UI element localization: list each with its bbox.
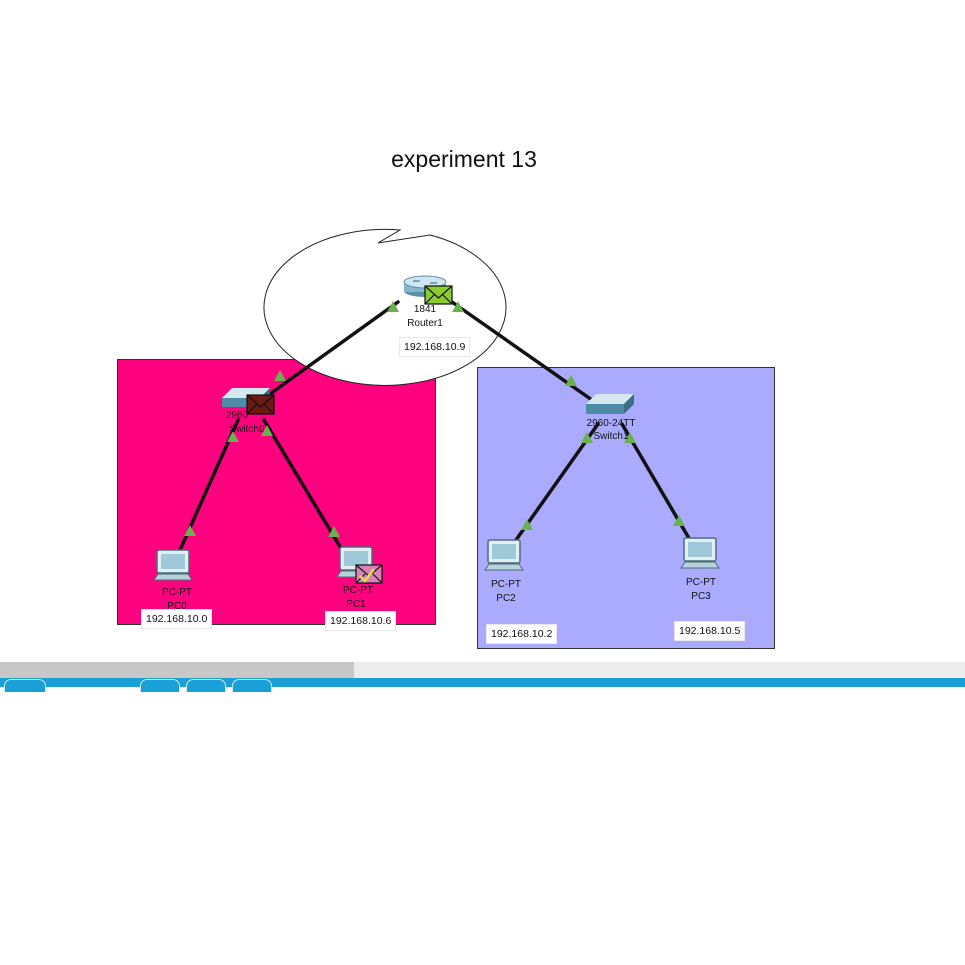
logical-workspace[interactable]: experiment 13 1841 Router1 192.168.10.9 … [0, 0, 965, 660]
pc0-type-label: PC-PT [162, 587, 192, 598]
topology-canvas [153, 228, 720, 584]
link-light-icon [184, 525, 196, 536]
link-light-icon [328, 526, 340, 537]
link-light-icon [581, 432, 593, 443]
switch1-name-label: Switch1 [593, 431, 629, 442]
switch0-model-label: 2960 [225, 410, 249, 421]
toolbar-button[interactable] [232, 679, 272, 692]
pc0-name-label: PC0 [167, 601, 187, 612]
link-light-icon [624, 432, 636, 443]
pc2-type-label: PC-PT [491, 579, 521, 590]
link-light-icon [227, 431, 239, 442]
scrollbar-thumb[interactable] [0, 662, 354, 678]
pc-icon [680, 537, 720, 569]
envelope-icon [246, 394, 275, 415]
switch0-name-label: Switch0 [229, 424, 265, 435]
link-switch1-pc2 [514, 422, 600, 542]
link-switch0-pc1 [262, 418, 344, 552]
link-light-icon [521, 519, 533, 530]
pc3-ip-note[interactable]: 192.168.10.5 [674, 621, 746, 641]
link-light-icon [274, 370, 286, 381]
bottom-toolbar [0, 678, 965, 692]
checkmark-icon [359, 568, 375, 583]
pc2-name-label: PC2 [496, 593, 516, 604]
link-light-icon [673, 515, 685, 526]
pc3-type-label: PC-PT [686, 577, 716, 588]
pc1-ip-note[interactable]: 192.168.10.6 [325, 611, 397, 631]
pc-icon [336, 546, 376, 578]
pc0-ip-note[interactable]: 192.168.10.0 [141, 609, 213, 629]
annotation-text[interactable]: experiment 13 [391, 146, 537, 172]
switch-icon [586, 394, 634, 414]
pc2-ip-note[interactable]: 192.168.10.2 [486, 624, 558, 644]
toolbar-button[interactable] [186, 679, 226, 692]
pc3-name-label: PC3 [691, 591, 711, 602]
horizontal-scrollbar[interactable] [0, 662, 965, 678]
speech-bubble [263, 228, 507, 386]
link-router-switch0 [254, 300, 400, 406]
router-ip-note[interactable]: 192.168.10.9 [399, 337, 471, 357]
cluster-area-left[interactable] [117, 359, 436, 625]
link-light-icon [452, 301, 464, 312]
link-light-icon [565, 375, 577, 386]
envelope-icon [424, 285, 453, 305]
envelope-icon [355, 564, 383, 584]
switch1-model-label: 2960-24TT [586, 418, 636, 429]
pc1-name-label: PC1 [346, 599, 366, 610]
router-model-label: 1841 [413, 304, 437, 315]
pc-icon [484, 539, 524, 571]
cluster-area-right[interactable] [477, 367, 775, 649]
link-light-icon [261, 425, 273, 436]
router-name-label: Router1 [407, 318, 443, 329]
toolbar-button[interactable] [4, 679, 46, 692]
link-light-icon [387, 301, 399, 312]
pc1-type-label: PC-PT [343, 585, 373, 596]
toolbar-button[interactable] [140, 679, 180, 692]
pc-icon [153, 549, 193, 581]
